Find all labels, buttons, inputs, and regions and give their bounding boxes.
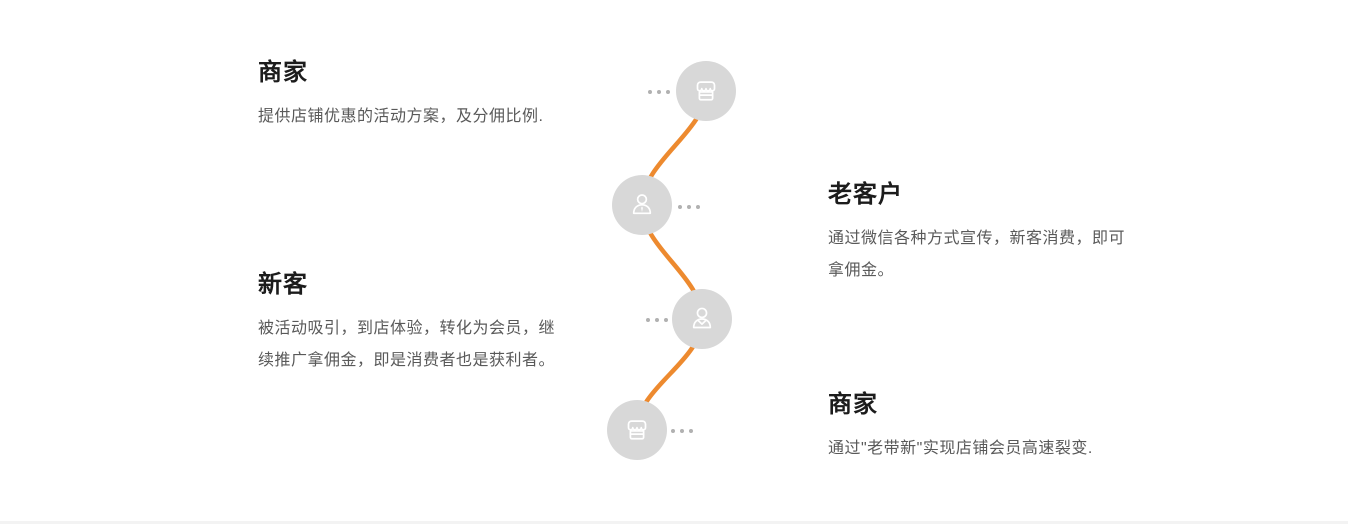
dots-connector	[678, 205, 700, 209]
node-circle	[607, 400, 667, 460]
step-title: 新客	[258, 271, 308, 298]
connector-path	[634, 88, 709, 433]
step-desc: 通过"老带新"实现店铺会员高速裂变.	[828, 440, 1093, 457]
step-desc: 通过微信各种方式宣传，新客消费，即可 拿佣金。	[828, 230, 1126, 279]
dots-connector	[648, 90, 670, 94]
section-bottom-divider	[0, 521, 1348, 524]
dots-connector	[646, 318, 668, 322]
storefront-icon	[627, 420, 647, 440]
step-text-old-customer: 老客户 通过微信各种方式宣传，新客消费，即可 拿佣金。	[828, 180, 1125, 287]
storefront-icon	[696, 81, 716, 101]
step-text-merchant-top: 商家 提供店铺优惠的活动方案，及分佣比例.	[258, 58, 543, 133]
step-text-new-customer: 新客 被活动吸引，到店体验，转化为会员，继 续推广拿佣金，即是消费者也是获利者。	[258, 270, 555, 377]
person-suit-icon	[692, 307, 712, 329]
step-title: 老客户	[828, 181, 903, 208]
step-title: 商家	[828, 391, 878, 418]
dots-connector	[671, 429, 693, 433]
step-desc: 提供店铺优惠的活动方案，及分佣比例.	[258, 108, 544, 125]
step-desc: 被活动吸引，到店体验，转化为会员，继 续推广拿佣金，即是消费者也是获利者。	[258, 320, 556, 369]
step-text-merchant-bottom: 商家 通过"老带新"实现店铺会员高速裂变.	[828, 390, 1093, 465]
node-circle	[612, 175, 672, 235]
node-circle	[672, 289, 732, 349]
person-tie-icon	[632, 194, 652, 215]
step-title: 商家	[258, 59, 308, 86]
node-circle	[676, 61, 736, 121]
